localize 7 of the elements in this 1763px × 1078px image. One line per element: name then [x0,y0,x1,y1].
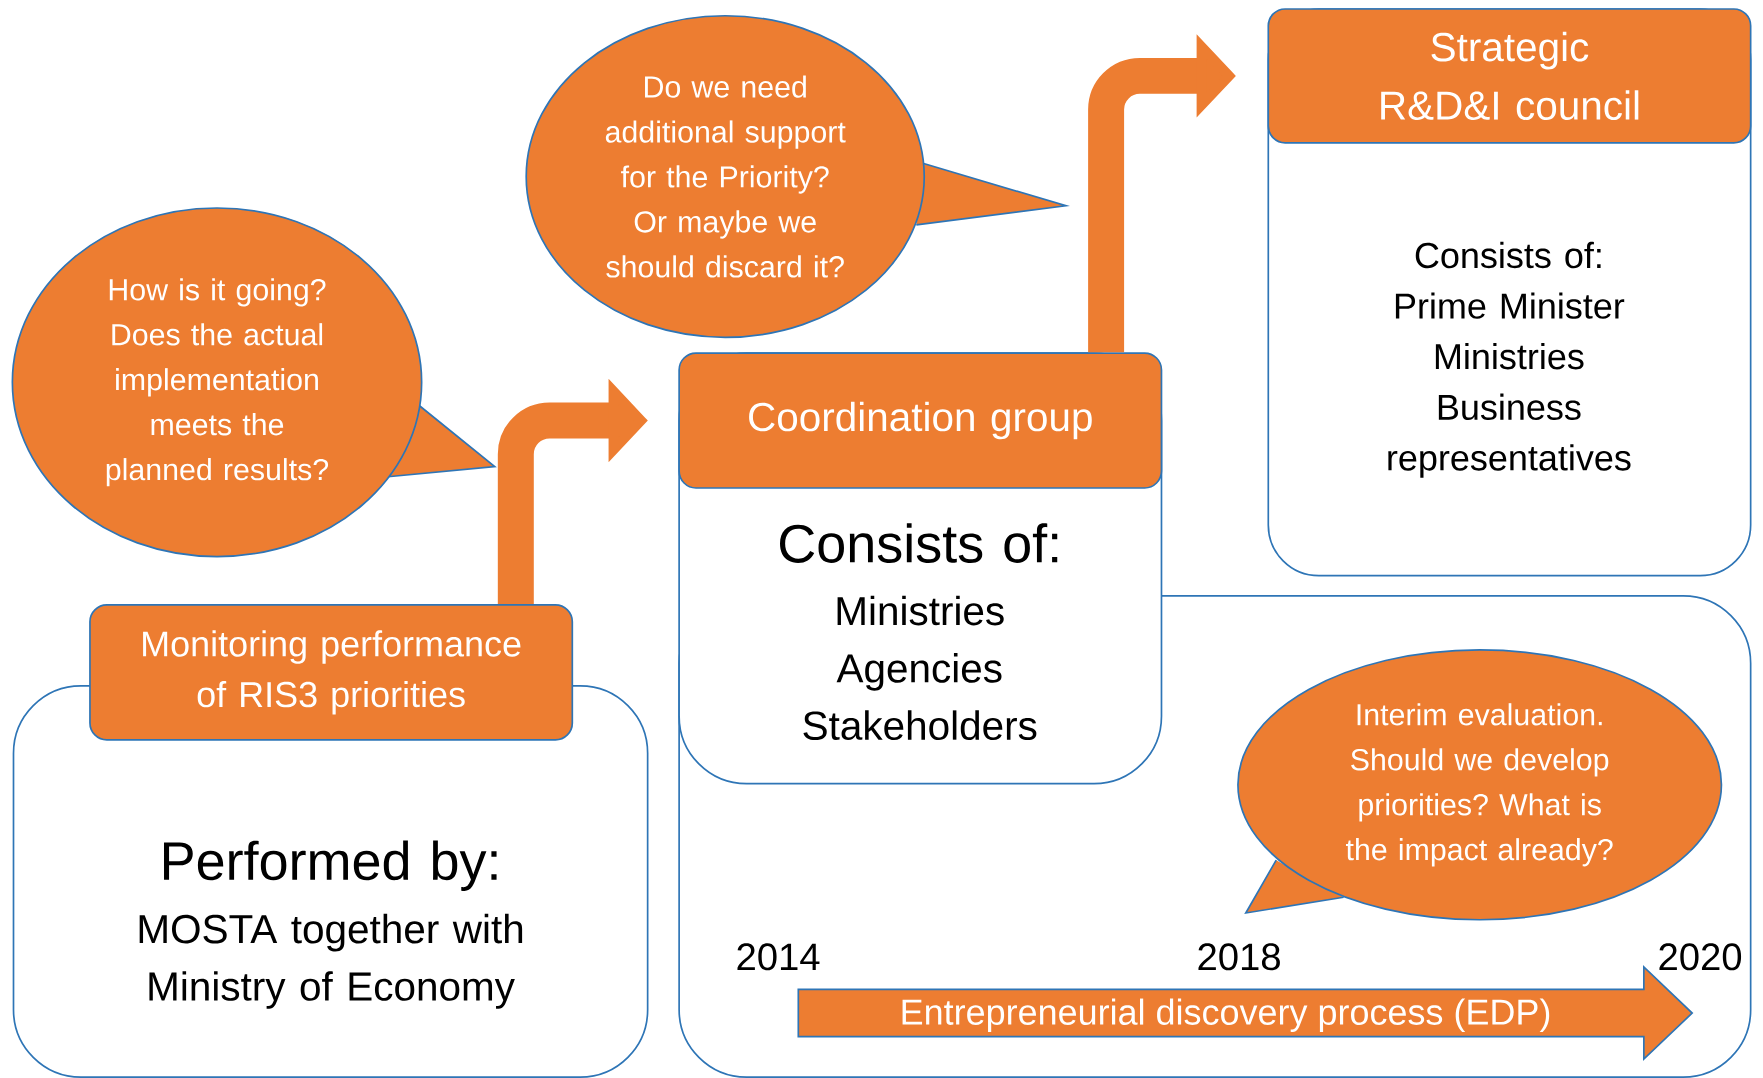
process-box: Monitoring performance of RIS3 priorities Performed by: MOSTA together with Ministry of Economy [12,603,649,1078]
process-box: Coordination group Consists of: Ministries Agencies Stakeholders [678,352,1163,785]
speech-bubble: Interim evaluation. Should we develop priorities? What is the impact already? [1237,648,1723,921]
speech-bubble: Do we need additional support for the Priority? Or maybe we should discard it? [525,14,1070,339]
node-label: Monitoring performance [143,630,521,664]
speech-bubble: How is it going? Does the actual implementation meets the planned results? [11,207,497,558]
process-box: Strategic R&D&I council Consists of: Prime Minister Ministries Business representatives [1267,8,1752,577]
